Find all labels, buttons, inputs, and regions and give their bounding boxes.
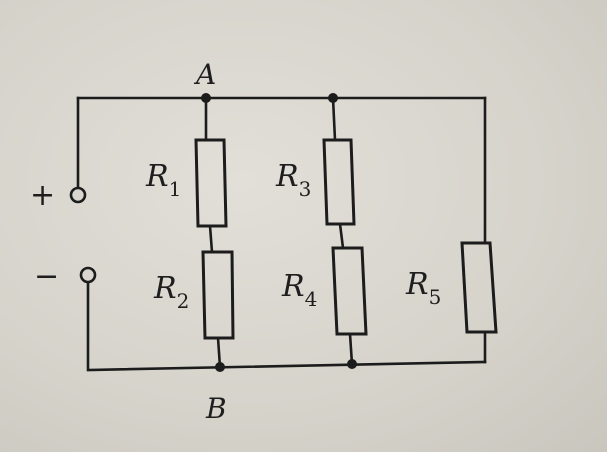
negative-terminal bbox=[79, 266, 97, 284]
junction-top-right-dot bbox=[328, 93, 338, 103]
positive-terminal bbox=[69, 186, 87, 204]
resistor-r4-label: R4 bbox=[281, 269, 317, 311]
node-b-label: B bbox=[205, 392, 227, 425]
resistor-r3 bbox=[322, 138, 356, 226]
resistor-r1 bbox=[194, 138, 228, 228]
terminals: + − bbox=[30, 178, 97, 294]
negative-sign-label: − bbox=[34, 259, 59, 294]
resistor-r5 bbox=[460, 241, 498, 334]
junction-b-dot bbox=[215, 362, 225, 372]
wires bbox=[76, 96, 487, 372]
resistors bbox=[194, 138, 498, 340]
node-labels: A B bbox=[193, 58, 227, 425]
branch2-wire-mid bbox=[338, 222, 345, 250]
branch2-wire-bottom bbox=[348, 332, 354, 366]
resistor-labels: R1 R2 R3 R4 R5 bbox=[145, 159, 441, 313]
junctions bbox=[201, 93, 357, 372]
node-a-label: A bbox=[193, 58, 216, 91]
branch2-wire-top bbox=[331, 96, 337, 142]
resistor-r1-label: R1 bbox=[145, 159, 181, 201]
resistor-r5-label: R5 bbox=[405, 267, 441, 309]
resistor-r2-label: R2 bbox=[153, 271, 189, 313]
junction-a-dot bbox=[201, 93, 211, 103]
junction-bottom-right-dot bbox=[347, 359, 357, 369]
positive-sign-label: + bbox=[30, 178, 55, 213]
resistor-r4 bbox=[331, 246, 368, 336]
branch1-wire-mid bbox=[208, 224, 214, 254]
resistor-r3-label: R3 bbox=[275, 159, 311, 201]
resistor-r2 bbox=[201, 250, 235, 340]
